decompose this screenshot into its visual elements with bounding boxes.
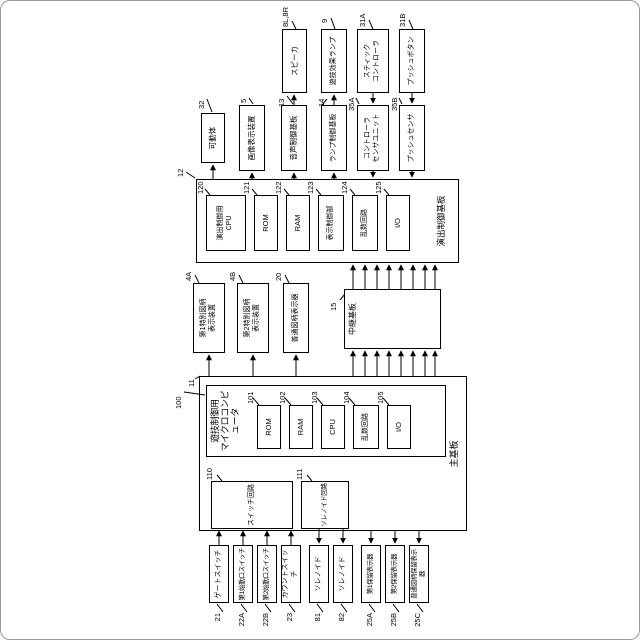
ref-82: 82 (337, 613, 346, 622)
ref-125: 125 (374, 181, 383, 194)
ref-11: 11 (187, 379, 196, 387)
ref-4B: 4B (228, 271, 237, 281)
ref-104: 104 (342, 391, 351, 404)
solenoid-81-box: ソレノイド (309, 545, 329, 603)
ref-8L8R: 8L,8R (281, 6, 290, 27)
ref-105: 105 (376, 391, 385, 404)
game-effect-lamp-box: 遊技効果ランプ (321, 29, 347, 93)
ref-81: 81 (313, 613, 322, 622)
effect-random-124-box: 乱数回路 (352, 195, 378, 251)
ref-13: 13 (277, 98, 286, 107)
ref-35A: 35A (347, 97, 356, 111)
effect-ram-122-box: RAM (286, 195, 310, 251)
effect-rom-121-box: ROM (254, 195, 278, 251)
ref-35B: 35B (390, 97, 399, 111)
io-105-box: I/O (387, 405, 411, 449)
ref-124: 124 (340, 181, 349, 194)
ref-12: 12 (176, 168, 185, 177)
ref-101: 101 (246, 391, 255, 404)
main-board-label: 主基板 (449, 440, 459, 468)
ref-31B: 31B (398, 13, 407, 27)
ref-110: 110 (205, 468, 214, 480)
ref-123: 123 (306, 181, 315, 194)
start-switch-2-box: 第2始動口スイッチ (257, 545, 277, 603)
effect-control-board-label: 演出制御基板 (436, 195, 446, 247)
sound-control-board-box: 音声制御基板 (281, 105, 307, 171)
ref-25C: 25C (413, 613, 422, 627)
ref-31A: 31A (358, 13, 367, 27)
solenoid-82-box: ソレノイド (333, 545, 353, 603)
lamp-control-board-box: ランプ制御基板 (321, 105, 347, 171)
movable-body-box: 可動体 (201, 113, 225, 163)
effect-cpu-120-box: 演出制御用 CPU (206, 195, 246, 251)
effect-io-125-box: I/O (386, 195, 410, 251)
stick-controller-box: スティック コントローラ (357, 29, 389, 93)
ref-22B: 22B (261, 613, 270, 627)
normal-symbol-hold-display-box: 普通図柄保留表示器 (409, 545, 429, 603)
ref-25B: 25B (389, 613, 398, 627)
hold-display-2-box: 第2保留表示器 (385, 545, 405, 603)
ref-25A: 25A (365, 613, 374, 627)
ref-121: 121 (242, 181, 251, 194)
hold-display-1-box: 第1保留表示器 (361, 545, 381, 603)
ref-122: 122 (274, 181, 283, 194)
ref-4A: 4A (184, 271, 193, 281)
controller-sensor-unit-box: コントローラ センサユニット (357, 105, 389, 171)
random-circuit-104-box: 乱数回路 (353, 405, 379, 449)
special-symbol-display-1-box: 第1特別図柄 表示装置 (193, 283, 225, 353)
relay-board (344, 289, 441, 349)
ref-100: 100 (174, 396, 183, 409)
gate-switch-box: ゲートスイッチ (209, 545, 229, 603)
relay-board-label: 中継基板 (348, 303, 357, 335)
count-switch-box: カウントスイッチ (281, 545, 301, 603)
speaker-box: スピーカ (282, 29, 307, 93)
ref-102: 102 (278, 391, 287, 404)
start-switch-1-box: 第1始動口スイッチ (233, 545, 253, 603)
ref-9: 9 (320, 18, 329, 23)
ref-5: 5 (239, 98, 248, 103)
display-control-123-box: 表示制御部 (318, 195, 344, 251)
push-sensor-box: プッシュセンサ (399, 105, 425, 171)
ref-32: 32 (197, 100, 206, 109)
ref-20: 20 (274, 272, 283, 281)
ref-23: 23 (285, 613, 294, 622)
ram-102-box: RAM (289, 405, 313, 449)
solenoid-circuit-box: ソレノイド回路 (301, 481, 349, 529)
ref-15: 15 (329, 302, 338, 311)
ref-14: 14 (317, 98, 326, 107)
game-control-microcomputer-label: 遊技制御用 マイクロコンピュータ (210, 390, 240, 452)
switch-circuit-box: スイッチ回路 (211, 481, 293, 529)
cpu-103-box: CPU (321, 405, 345, 449)
ref-22A: 22A (237, 613, 246, 627)
image-display-device-box: 画像表示装置 (239, 105, 265, 171)
rom-101-box: ROM (257, 405, 281, 449)
ref-21: 21 (213, 613, 222, 622)
ref-111: 111 (295, 468, 304, 480)
special-symbol-display-2-box: 第2特別図柄 表示装置 (237, 283, 269, 353)
ref-120: 120 (196, 181, 205, 194)
push-button-box: プッシュボタン (399, 29, 425, 93)
ref-103: 103 (310, 391, 319, 404)
normal-symbol-display-box: 普通図柄表示器 (283, 283, 309, 353)
